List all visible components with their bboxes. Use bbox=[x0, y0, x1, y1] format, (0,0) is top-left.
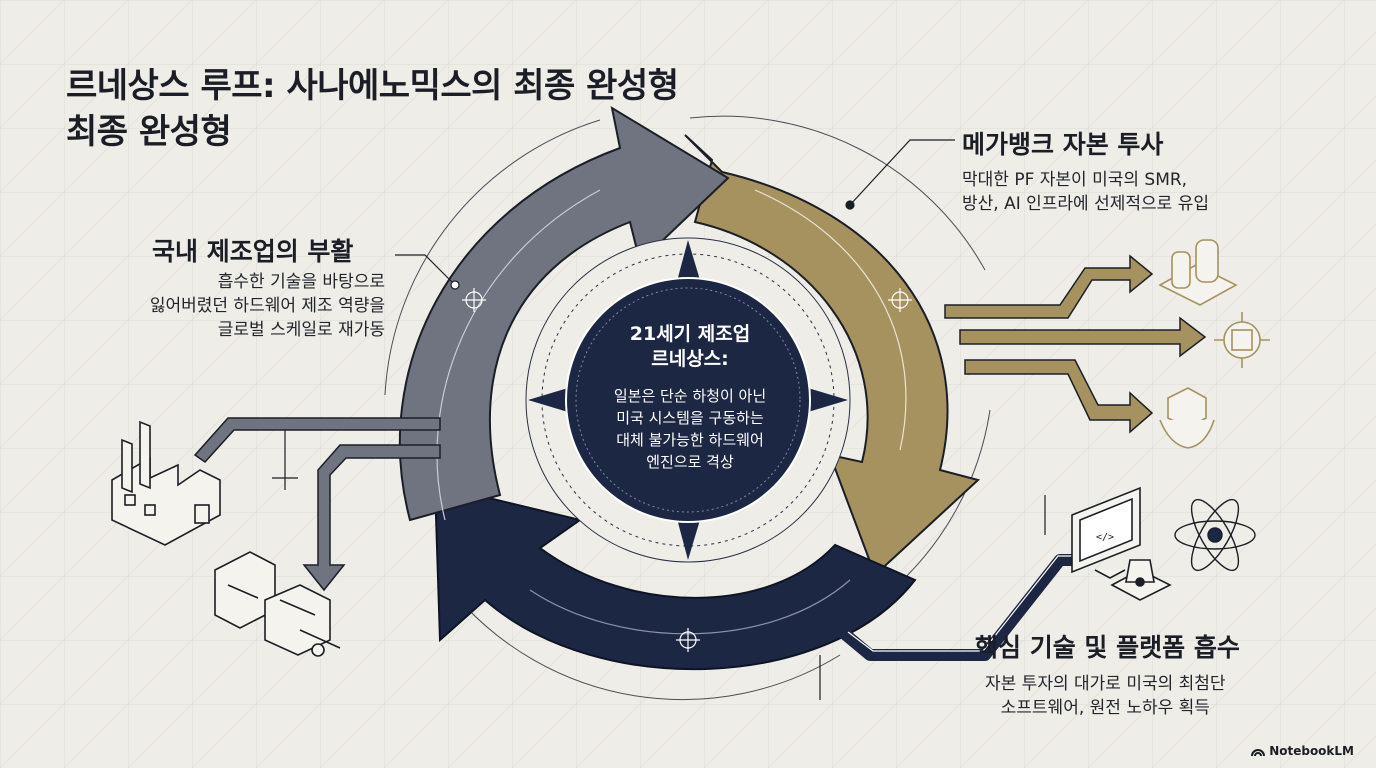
manufacturing-description-line: 흡수한 기술을 바탕으로 bbox=[217, 272, 385, 292]
svg-text:</>: </> bbox=[1096, 532, 1114, 543]
center-compass bbox=[525, 237, 851, 563]
center-title-line: 르네상스: bbox=[651, 348, 729, 370]
capital-description-line: 방산, AI 인프라에 선제적으로 유입 bbox=[962, 194, 1209, 214]
smr-reactor-icon bbox=[1158, 239, 1238, 306]
capital-description-line: 막대한 PF 자본이 미국의 SMR, bbox=[962, 170, 1188, 190]
software-monitor-icon: </> bbox=[1071, 486, 1141, 579]
center-body-line: 미국 시스템을 구동하는 bbox=[616, 409, 764, 427]
capital-arrow bbox=[684, 134, 981, 577]
tech-heading: 핵심 기술 및 플랫폼 흡수 bbox=[975, 633, 1240, 662]
capital-heading: 메가뱅크 자본 투사 bbox=[962, 130, 1164, 159]
tech-description: 자본 투자의 대가로 미국의 최첨단 소프트웨어, 원전 노하우 획득 bbox=[985, 672, 1226, 720]
notebooklm-logo-icon bbox=[1251, 749, 1266, 757]
nuclear-plant-icon bbox=[1110, 559, 1172, 601]
manufacturing-description-line: 글로벌 스케일로 재가동 bbox=[217, 320, 385, 340]
tech-description-line: 자본 투자의 대가로 미국의 최첨단 bbox=[985, 674, 1226, 694]
tech-arrow bbox=[433, 483, 917, 671]
tech-circuit-path bbox=[836, 554, 1085, 661]
center-body: 일본은 단순 하청이 아닌 미국 시스템을 구동하는 대체 불가능한 하드웨어 … bbox=[570, 385, 810, 473]
brand-label: NotebookLM bbox=[1269, 744, 1354, 758]
manufacturing-arrow bbox=[398, 105, 730, 522]
machinery-icon bbox=[214, 551, 341, 657]
center-body-line: 엔진으로 격상 bbox=[646, 453, 734, 471]
ai-infrastructure-icon bbox=[1159, 387, 1215, 449]
page-title-line2: 최종 완성형 bbox=[66, 112, 232, 152]
manufacturing-heading: 국내 제조업의 부활 bbox=[152, 237, 354, 266]
capital-description: 막대한 PF 자본이 미국의 SMR, 방산, AI 인프라에 선제적으로 유입 bbox=[962, 168, 1209, 216]
capital-branch-arrows bbox=[944, 254, 1207, 434]
defense-chip-icon bbox=[1214, 312, 1270, 368]
atom-icon bbox=[1174, 498, 1256, 572]
outer-guide-arcs bbox=[384, 115, 991, 701]
page-title-line1: 르네상스 루프: 사나에노믹스의 최종 완성형 bbox=[66, 66, 679, 106]
center-title: 21세기 제조업 르네상스: bbox=[570, 322, 810, 372]
brand-watermark: NotebookLM bbox=[1251, 744, 1354, 758]
crosshair-markers bbox=[462, 288, 912, 652]
manufacturing-pipes bbox=[193, 417, 441, 592]
leader-lines bbox=[272, 139, 1046, 700]
manufacturing-description-line: 잃어버렸던 하드웨어 제조 역량을 bbox=[149, 296, 385, 316]
factory-icon bbox=[111, 420, 221, 546]
center-title-line: 21세기 제조업 bbox=[629, 323, 751, 345]
tech-description-line: 소프트웨어, 원전 노하우 획득 bbox=[1000, 698, 1210, 718]
center-body-line: 일본은 단순 하청이 아닌 bbox=[613, 387, 767, 405]
center-body-line: 대체 불가능한 하드웨어 bbox=[616, 431, 764, 449]
manufacturing-description: 흡수한 기술을 바탕으로 잃어버렸던 하드웨어 제조 역량을 글로벌 스케일로 … bbox=[110, 270, 385, 342]
